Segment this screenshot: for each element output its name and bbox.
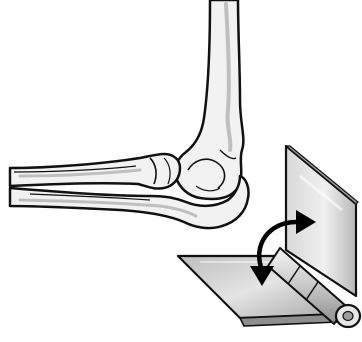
humerus-bone xyxy=(175,0,244,199)
elbow-joint xyxy=(10,0,249,228)
radius-bone xyxy=(10,154,180,189)
